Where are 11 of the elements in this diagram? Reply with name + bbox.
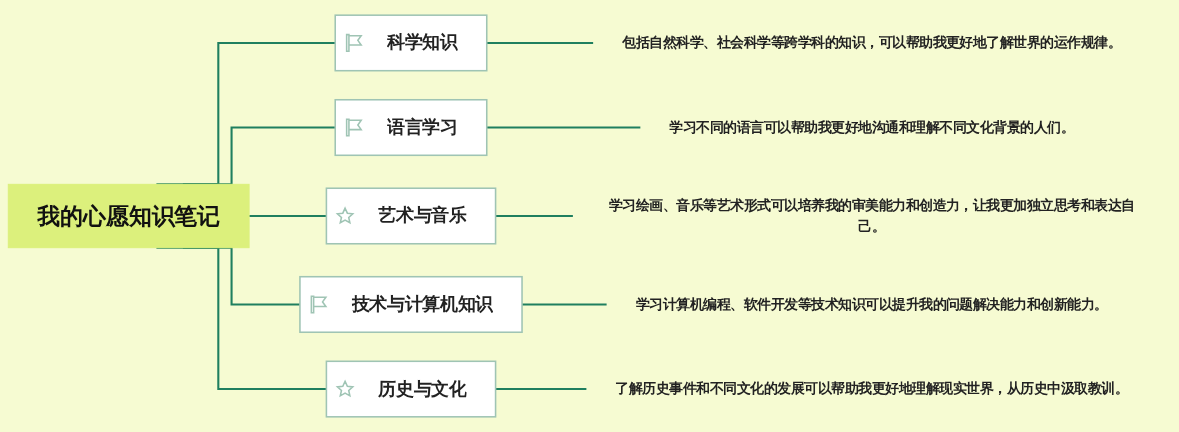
node-box: 技术与计算机知识 bbox=[299, 275, 523, 333]
node-box: 艺术与音乐 bbox=[325, 187, 497, 245]
node-text: 了解历史事件和不同文化的发展可以帮助我更好地理解现实世界，从历史中汲取教训。 bbox=[615, 381, 1129, 397]
node-box: 历史与文化 bbox=[325, 360, 497, 418]
node-text: 学习计算机编程、软件开发等技术知识可以提升我的问题解决能力和创新能力。 bbox=[635, 296, 1108, 312]
node-box: 语言学习 bbox=[334, 99, 488, 157]
node-box: 科学知识 bbox=[334, 14, 488, 72]
node-text: 学习不同的语言可以帮助我更好地沟通和理解不同文化背景的人们。 bbox=[669, 119, 1075, 136]
node-text: 包括自然科学、社会科学等跨学科的知识，可以帮助我更好地了解世界的运作规律。 bbox=[622, 34, 1122, 51]
node-text: 学习绘画、音乐等艺术形式可以培养我的审美能力和创造力，让我更加独立思考和表达自己。 bbox=[608, 197, 1135, 234]
node-box: 我的心愿知识笔记 bbox=[7, 183, 250, 249]
